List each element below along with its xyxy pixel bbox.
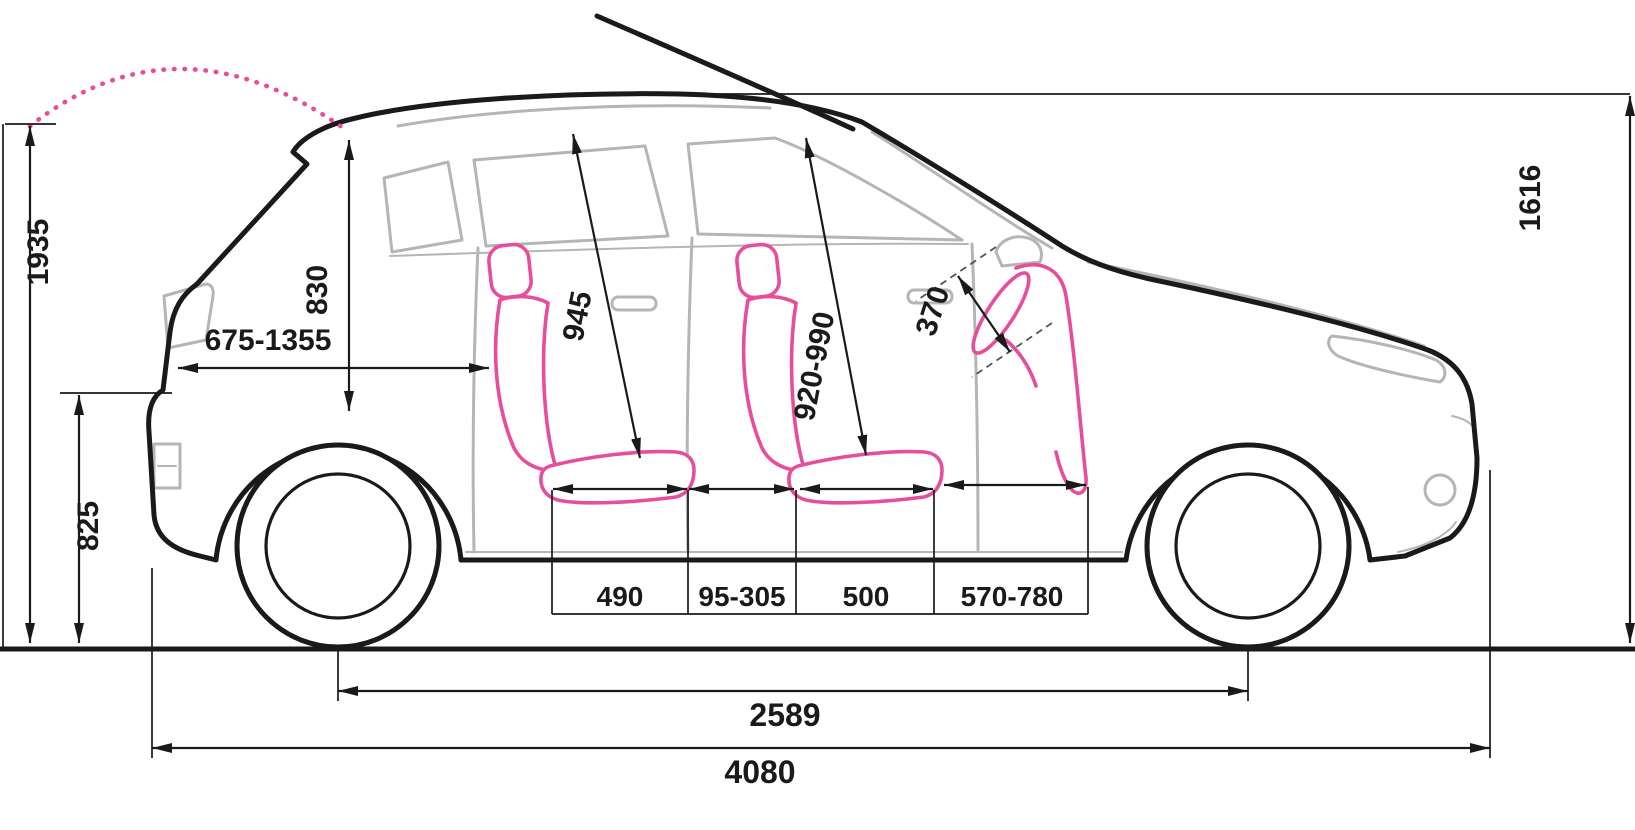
dim-label-cushion-to-firewall: 570-780 xyxy=(961,581,1064,612)
steering-dash-extension-bottom xyxy=(971,322,1053,378)
dim-loading-sill: 825 xyxy=(60,392,172,643)
front-skid-line xyxy=(1397,521,1457,553)
dim-body-height: 1616 xyxy=(680,93,1635,643)
rear-quarter-window xyxy=(382,160,464,254)
hood-line xyxy=(1086,260,1426,348)
front-headroom-dim-line xyxy=(804,137,868,456)
antenna xyxy=(594,13,856,132)
dim-label-loading-sill: 825 xyxy=(72,501,105,551)
front-door-handle xyxy=(906,288,954,305)
tail-light xyxy=(162,282,215,350)
dim-tailgate-opening: 830 xyxy=(301,140,354,411)
steering-dim-line xyxy=(957,275,1011,353)
rear-seat-cushion xyxy=(539,449,696,505)
dim-label-tailgate-opening: 830 xyxy=(301,265,334,315)
dashboard-profile xyxy=(1014,262,1088,495)
tailgate-swing-arc xyxy=(27,66,349,133)
steering-column xyxy=(1004,338,1038,388)
dim-label-body-height: 1616 xyxy=(1514,165,1547,232)
steering-wheel-group xyxy=(971,262,1088,495)
windshield-inner-line xyxy=(870,130,1054,250)
front-bumper-crease xyxy=(1451,415,1475,429)
rear-bumper-vent xyxy=(152,442,182,490)
steering-dash-extension-top xyxy=(915,246,997,302)
rear-seatback xyxy=(493,294,558,472)
dim-label-front-headroom: 920-990 xyxy=(788,309,841,423)
roof-rail xyxy=(396,104,772,128)
front-door-seam xyxy=(970,242,980,552)
dim-cargo-length: 675-1355 xyxy=(178,324,489,373)
front-headrest xyxy=(735,242,781,300)
dim-max-height: 1935 xyxy=(2,123,56,648)
dim-label-wheelbase: 2589 xyxy=(749,697,820,733)
rear-door-window xyxy=(472,144,670,248)
front-rim xyxy=(1174,472,1322,620)
dim-label-overall-length: 4080 xyxy=(724,754,795,790)
rear-rim xyxy=(264,472,412,620)
dim-label-cargo-length: 675-1355 xyxy=(205,324,332,357)
dim-seat-row: 490 95-305 500 570-780 xyxy=(551,480,1089,615)
headlight xyxy=(1327,334,1447,384)
car-body-outline xyxy=(146,91,1480,563)
front-seat xyxy=(735,242,944,505)
side-mirror xyxy=(994,235,1043,268)
dim-label-max-height: 1935 xyxy=(22,219,55,286)
rear-door-seam xyxy=(471,246,480,554)
dim-label-rear-headroom: 945 xyxy=(557,288,599,343)
dim-overall-length: 4080 xyxy=(151,470,1491,790)
front-seat-cushion xyxy=(787,449,944,505)
front-door-window xyxy=(686,136,964,242)
rear-wheel xyxy=(234,442,442,650)
dim-front-headroom: 920-990 xyxy=(788,137,868,456)
fog-light xyxy=(1423,473,1457,507)
rear-headrest xyxy=(487,242,533,300)
belt-line xyxy=(389,242,969,257)
front-wheel xyxy=(1144,442,1352,650)
rear-headroom-dim-line xyxy=(571,133,642,459)
dim-wheelbase: 2589 xyxy=(337,651,1249,733)
rear-door-handle xyxy=(610,295,658,312)
rear-seat xyxy=(487,242,696,505)
dim-label-knee-clearance: 95-305 xyxy=(698,581,785,612)
dim-label-rear-cushion: 490 xyxy=(597,581,644,612)
dim-label-front-cushion: 500 xyxy=(843,581,890,612)
